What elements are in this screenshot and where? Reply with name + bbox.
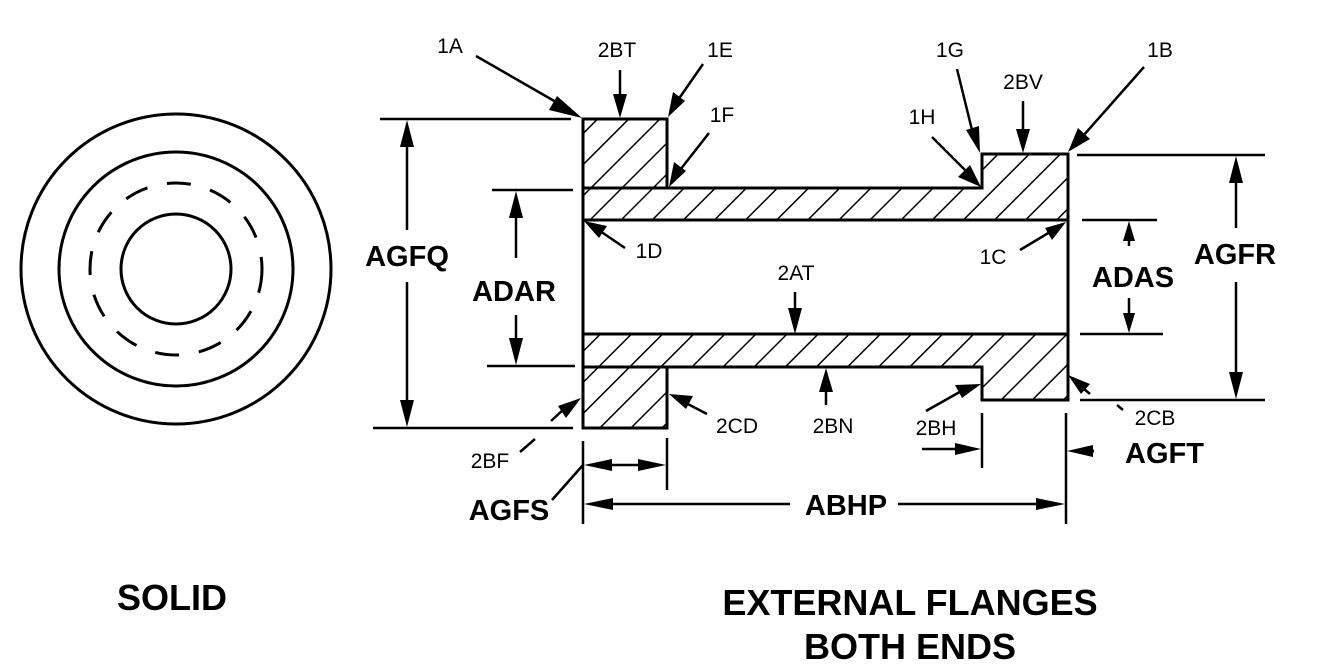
callout-1h: 1H — [909, 106, 936, 129]
callout-2cd: 2CD — [716, 415, 758, 438]
callout-2bh: 2BH — [916, 417, 957, 440]
dim-label-adas: ADAS — [1092, 262, 1174, 294]
dimension-adas: ADAS — [1092, 221, 1174, 333]
callout-2cb: 2CB — [1135, 407, 1176, 430]
callout-1b: 1B — [1147, 39, 1173, 62]
callout-1f: 1F — [710, 104, 735, 127]
dimension-abhp: ABHP — [584, 490, 1065, 522]
end-view-circles — [19, 112, 333, 426]
callout-1a: 1A — [437, 35, 463, 58]
dimension-agfr: AGFR — [1194, 156, 1276, 399]
caption-solid: SOLID — [117, 577, 227, 618]
bore-circle — [119, 212, 233, 326]
dim-label-abhp: ABHP — [805, 490, 887, 522]
callout-2bv: 2BV — [1003, 71, 1043, 94]
section-view — [581, 117, 1070, 430]
tube-outer-circle — [57, 150, 295, 388]
callout-1c: 1C — [980, 246, 1007, 269]
callout-1g: 1G — [936, 39, 964, 62]
hidden-bore-circle — [88, 181, 264, 357]
dim-label-agfs: AGFS — [469, 495, 550, 527]
dimension-agfs: AGFS — [469, 459, 666, 527]
outer-flange-circle — [19, 112, 333, 426]
dimension-agfq: AGFQ — [365, 120, 449, 427]
callout-1e: 1E — [707, 39, 733, 62]
dim-label-agfr: AGFR — [1194, 239, 1276, 271]
callout-2bt: 2BT — [598, 39, 637, 62]
dim-label-adar: ADAR — [472, 276, 556, 308]
dimension-adar: ADAR — [472, 191, 556, 365]
caption-both-ends: BOTH ENDS — [804, 626, 1016, 667]
extension-lines — [373, 117, 1265, 524]
lower-wall-section — [581, 332, 1070, 430]
callout-2bn: 2BN — [813, 415, 854, 438]
dimension-agft: AGFT — [922, 438, 1204, 470]
caption-external-flanges: EXTERNAL FLANGES — [722, 582, 1097, 623]
callout-2at: 2AT — [778, 262, 815, 285]
callout-labels: 1A 2BT 1E 1F 1G 2BV 1B 1H 1D 1C 2AT 2CD … — [437, 35, 1175, 473]
callout-leaders — [475, 54, 1145, 453]
dim-label-agft: AGFT — [1125, 438, 1204, 470]
callout-1d: 1D — [636, 240, 663, 263]
callout-2bf: 2BF — [471, 450, 510, 473]
dim-label-agfq: AGFQ — [365, 241, 449, 273]
upper-wall-section — [581, 117, 1070, 222]
